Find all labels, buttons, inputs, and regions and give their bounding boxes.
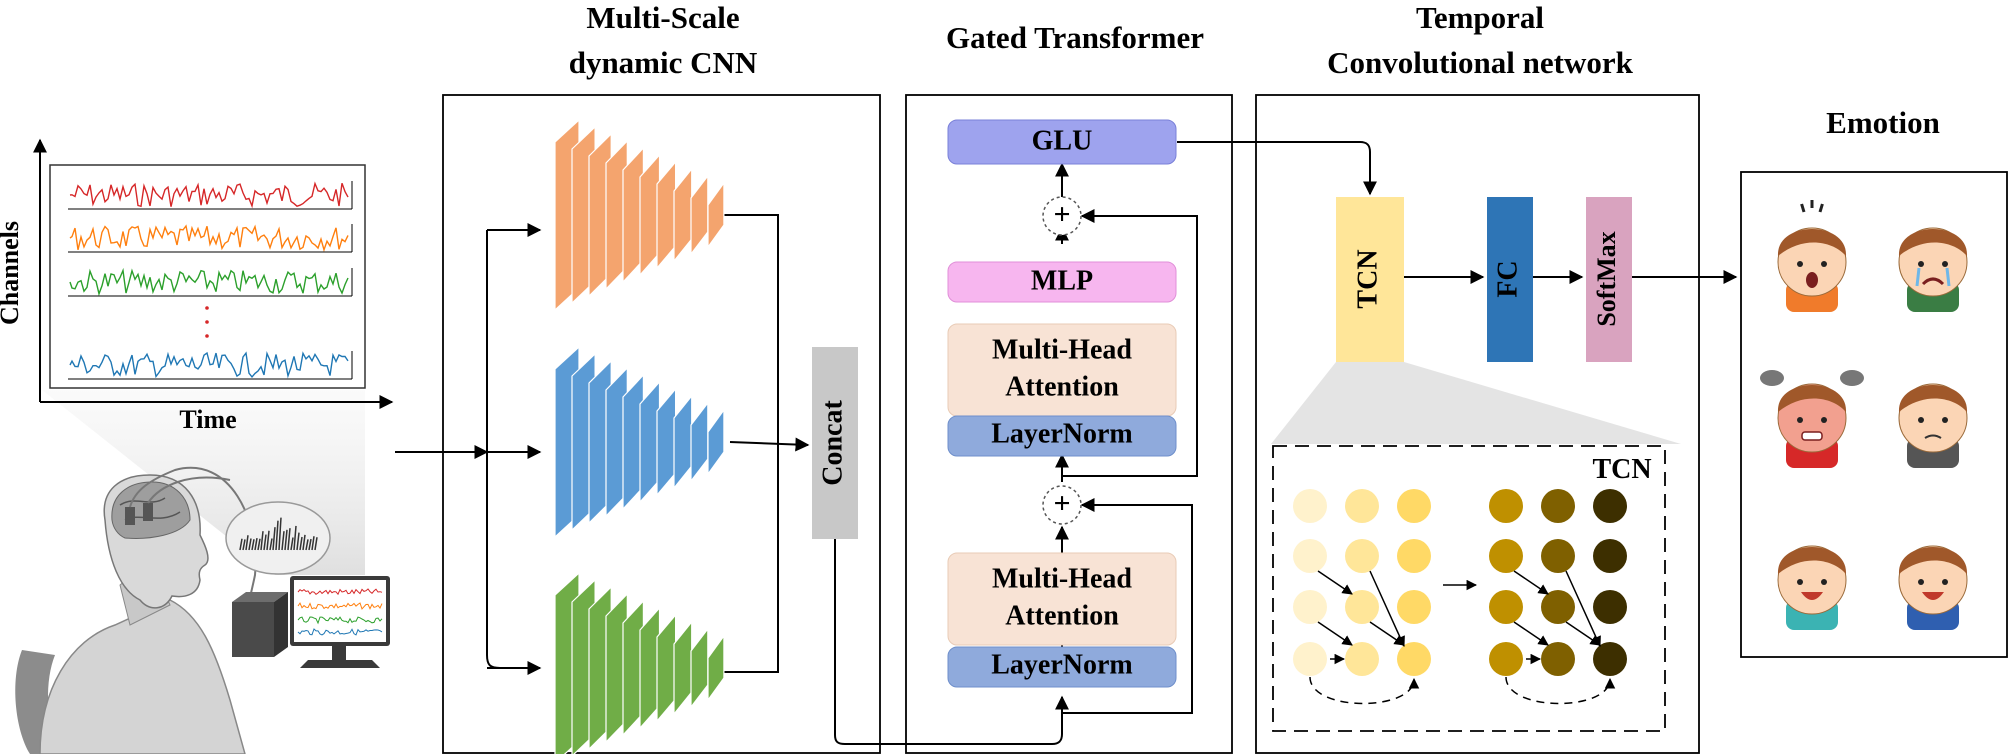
add-node-bottom: + — [1042, 485, 1082, 525]
transformer-panel — [905, 94, 1233, 754]
eeg-traces — [68, 181, 353, 380]
concat-to-transformer-arrow — [834, 539, 1069, 745]
cnn-feature-stacks — [554, 118, 725, 754]
face-happy-icon — [1777, 545, 1847, 630]
cnn-branch-stack — [554, 345, 725, 539]
tcn-node — [1293, 590, 1327, 624]
ellipsis-dot — [205, 320, 209, 324]
cnn-branch-arrows — [486, 214, 810, 675]
tcn-node — [1489, 590, 1523, 624]
cnn-title-line1: Multi-Scale — [586, 0, 739, 35]
plus-top-label: + — [1053, 198, 1070, 231]
mlp-label: MLP — [1031, 265, 1093, 296]
tcn-block-label: TCN — [1352, 249, 1383, 308]
tcn-node — [1345, 642, 1379, 676]
tcn-node — [1593, 642, 1627, 676]
tcn-title-line1: Temporal — [1416, 0, 1544, 35]
tcn-node — [1541, 539, 1575, 573]
mha-top-line1: Multi-Head — [992, 334, 1132, 365]
tcn-detail: TCN — [1272, 445, 1666, 732]
tcn-node — [1397, 539, 1431, 573]
eeg-trace — [69, 224, 349, 253]
mha-top-line2: Attention — [1005, 371, 1119, 402]
cnn-title-line2: dynamic CNN — [569, 45, 758, 80]
tcn-node — [1345, 590, 1379, 624]
tcn-title-line2: Convolutional network — [1327, 45, 1633, 80]
softmax-label: SoftMax — [1592, 231, 1621, 326]
concat-block: Concat — [812, 347, 858, 539]
tcn-zoom-beam — [1271, 362, 1681, 444]
tcn-node — [1293, 539, 1327, 573]
layernorm-top-block: LayerNorm — [947, 415, 1177, 457]
tcn-node — [1489, 642, 1523, 676]
tcn-node — [1593, 539, 1627, 573]
cnn-branch-stack — [554, 571, 725, 754]
face-sad-icon — [1898, 227, 1968, 312]
eeg-trace — [69, 350, 349, 379]
tcn-node — [1541, 489, 1575, 523]
emotion-panel — [1740, 171, 2008, 658]
face-angry-icon — [1760, 370, 1864, 468]
softmax-block: SoftMax — [1586, 197, 1632, 362]
tcn-node — [1541, 642, 1575, 676]
tcn-node — [1541, 590, 1575, 624]
tcn-panel — [1255, 94, 1700, 754]
layernorm-top-label: LayerNorm — [991, 418, 1133, 449]
tcn-node — [1489, 539, 1523, 573]
layernorm-bottom-block: LayerNorm — [947, 646, 1177, 688]
tcn-node — [1397, 590, 1431, 624]
concat-label: Concat — [817, 400, 848, 486]
mha-bottom-line1: Multi-Head — [992, 563, 1132, 594]
tcn-detail-label: TCN — [1592, 454, 1651, 485]
mha-top-block: Multi-Head Attention — [947, 323, 1177, 417]
tcn-node — [1293, 642, 1327, 676]
plus-bottom-label: + — [1053, 487, 1070, 520]
add-node-top: + — [1042, 196, 1082, 236]
fc-label: FC — [1492, 260, 1523, 297]
emotion-faces — [1760, 200, 1968, 630]
cnn-branch-stack — [554, 118, 725, 312]
eeg-trace — [69, 267, 349, 297]
layernorm-bottom-label: LayerNorm — [991, 649, 1133, 680]
tcn-node — [1397, 642, 1431, 676]
cnn-panel — [442, 94, 881, 754]
face-neutral-icon — [1898, 383, 1968, 468]
glu-block: GLU — [947, 119, 1177, 165]
eeg-y-axis-label: Channels — [0, 221, 24, 325]
face-surprised-icon — [1777, 200, 1847, 312]
eeg-x-axis-label: Time — [179, 405, 236, 434]
tcn-node — [1397, 489, 1431, 523]
tcn-node — [1489, 489, 1523, 523]
tcn-node — [1593, 489, 1627, 523]
tcn-block: TCN — [1336, 197, 1404, 362]
tcn-node — [1593, 590, 1627, 624]
eeg-trace — [69, 181, 349, 209]
tcn-node — [1345, 489, 1379, 523]
ellipsis-dot — [205, 334, 209, 338]
emotion-title: Emotion — [1826, 105, 1940, 140]
mlp-block: MLP — [947, 261, 1177, 303]
tcn-node — [1345, 539, 1379, 573]
ellipsis-dot — [205, 306, 209, 310]
face-calm-icon — [1898, 545, 1968, 630]
tcn-node — [1293, 489, 1327, 523]
mha-bottom-block: Multi-Head Attention — [947, 552, 1177, 646]
mha-bottom-line2: Attention — [1005, 600, 1119, 631]
fc-block: FC — [1487, 197, 1533, 362]
transformer-title: Gated Transformer — [946, 20, 1204, 55]
subject-illustration — [15, 466, 390, 754]
glu-label: GLU — [1032, 125, 1093, 156]
